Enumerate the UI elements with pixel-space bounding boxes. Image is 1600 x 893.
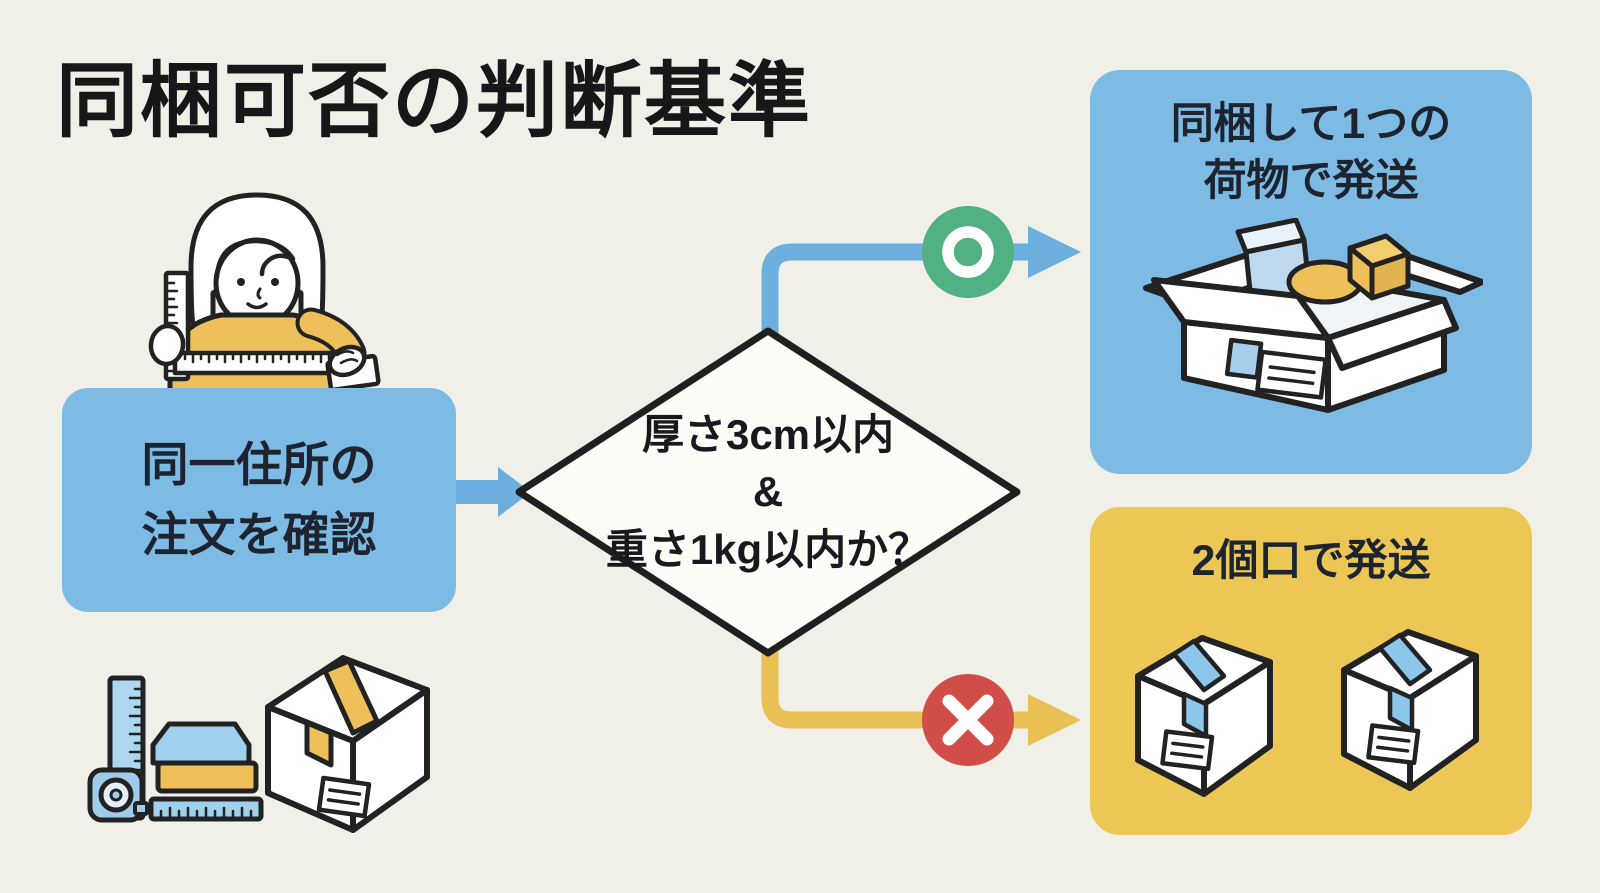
page-title: 同梱可否の判断基準 (56, 56, 813, 147)
decision-node-label: 厚さ3cm以内 & 重さ1kg以内か？ (558, 402, 978, 582)
measuring-tools-illustration (87, 655, 430, 833)
flow-start-node: 同一住所の 注文を確認 (62, 388, 456, 612)
decision-diamond (515, 327, 1021, 657)
result-bundle-label: 同梱して1つの 荷物で発送 (1090, 70, 1532, 210)
start-node-line1: 同一住所の (141, 437, 377, 491)
yes-arrowhead (1028, 226, 1081, 278)
result-bundle-line2: 荷物で発送 (1203, 157, 1419, 206)
hand-right-fingers (335, 350, 359, 365)
decision-line3: 重さ1kg以内か？ (605, 525, 931, 573)
parcel-blue-slab (150, 721, 252, 766)
sealed-box-1 (1138, 638, 1270, 794)
tape-measure-tab (133, 801, 149, 816)
result-bundle-line1: 同梱して1つの (1170, 100, 1452, 148)
mouth (246, 302, 268, 310)
tape-measure-hub (109, 788, 123, 802)
start-to-decision-arrow (452, 467, 531, 517)
no-branch-connector (761, 646, 1081, 746)
result-split-label: 2個口で発送 (1090, 507, 1532, 590)
yes-branch-connector (761, 226, 1081, 338)
cube-item-side (1369, 251, 1411, 301)
two-boxes-illustration (1126, 616, 1496, 811)
shipping-label (1224, 337, 1328, 400)
parcel-yellow-slab (155, 760, 259, 794)
cross-ng-icon (922, 674, 1014, 766)
closed-box-label (316, 775, 372, 819)
nose (256, 287, 262, 300)
start-node-line2: 注文を確認 (141, 508, 377, 561)
decision-line2: & (752, 468, 784, 516)
fringe (214, 238, 296, 280)
small-ruler-ticks (159, 806, 253, 821)
hand-left (148, 323, 186, 367)
person-measuring-illustration (148, 192, 381, 395)
eye-right (271, 278, 279, 286)
eye-left (237, 278, 245, 286)
no-arrowhead (1028, 694, 1081, 746)
open-box-illustration (1143, 218, 1483, 413)
result-split-line1: 2個口で発送 (1191, 537, 1431, 585)
box-front-flap-right (1325, 297, 1459, 371)
decision-line1: 厚さ3cm以内 (641, 411, 895, 459)
circle-ok-icon (922, 206, 1014, 298)
closed-box-tape-fold (304, 720, 334, 768)
start-node-label: 同一住所の 注文を確認 (142, 430, 377, 571)
closed-box-tape-top (322, 658, 380, 736)
sealed-box-2 (1344, 632, 1476, 788)
